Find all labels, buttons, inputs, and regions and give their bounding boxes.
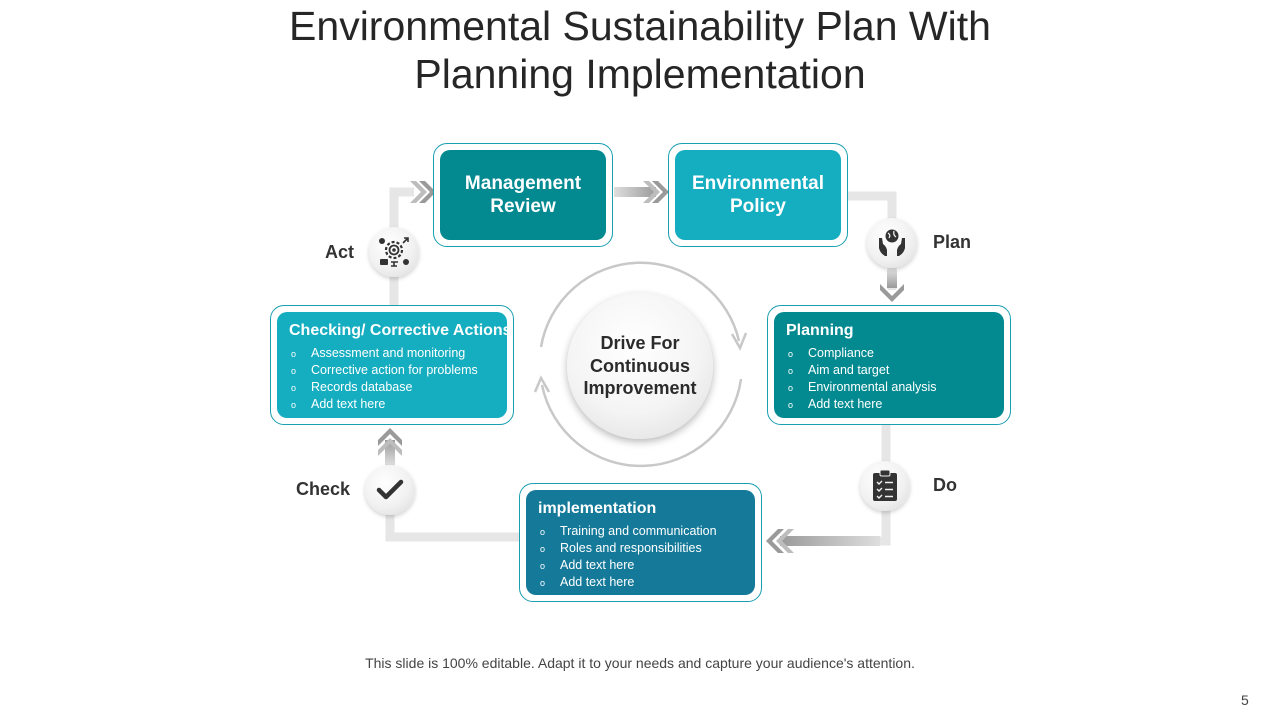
gear-target-icon [379,237,409,267]
planning-heading: Planning [786,322,854,339]
center-line3: Improvement [583,378,697,399]
list-item-text: Add text here [808,397,883,411]
list-item: o Add text here [786,396,1004,413]
stage-label-act: Act [325,242,355,262]
bullet-marker: o [291,366,297,376]
connector-management-to-policy [614,181,669,203]
hands-globe-icon [879,229,905,256]
environmental-policy-line2: Policy [730,196,786,217]
checking-panel: Checking/ Corrective Actions o Assessment… [277,312,512,418]
list-item-text: Compliance [808,346,875,360]
check-icon-circle [365,465,415,515]
bullet-marker: o [788,383,794,393]
checkmark-icon [376,479,404,500]
list-item: o Assessment and monitoring [289,345,507,362]
bullet-marker: o [540,561,546,571]
bullet-marker: o [540,527,546,537]
list-item: o Compliance [786,345,1004,362]
list-item-text: Roles and responsibilities [560,541,702,555]
list-item: o Add text here [289,396,507,413]
list-item: o Training and communication [538,523,755,540]
bullet-marker: o [291,349,297,359]
list-item-text: Add text here [560,575,635,589]
implementation-panel: implementation o Training and communicati… [526,490,755,595]
stage-label-check: Check [296,479,351,499]
list-item-text: Add text here [560,558,635,572]
stage-label-plan: Plan [933,232,972,252]
cycle-arc-bottom [533,375,743,468]
bullet-marker: o [291,383,297,393]
do-icon-circle [860,461,910,511]
page-number: 5 [1241,692,1249,708]
list-item-text: Records database [311,380,413,394]
list-item: o Records database [289,379,507,396]
environmental-policy-panel: Environmental Policy [675,150,841,240]
bullet-marker: o [788,400,794,410]
plan-icon-circle [867,218,917,268]
list-item-text: Training and communication [560,524,717,538]
center-disc: Drive For Continuous Improvement [567,293,713,439]
bullet-marker: o [291,400,297,410]
environmental-policy-line1: Environmental [692,173,824,194]
list-item: o Roles and responsibilities [538,540,755,557]
list-item: o Corrective action for problems [289,362,507,379]
bullet-marker: o [540,544,546,554]
list-item: o Add text here [538,557,755,574]
management-review-line1: Management [464,173,582,194]
act-icon-circle [369,227,419,277]
list-item-text: Environmental analysis [808,380,937,394]
center-line2: Continuous [590,355,690,376]
bullet-marker: o [788,349,794,359]
slide-title-line1: Environmental Sustainability Plan With [289,3,991,49]
management-review-panel: Management Review [440,150,606,240]
bullet-marker: o [788,366,794,376]
management-review-line2: Review [490,196,556,217]
checking-heading: Checking/ Corrective Actions [289,322,512,339]
list-item: o Environmental analysis [786,379,1004,396]
list-item-text: Corrective action for problems [311,363,478,377]
implementation-box: implementation o Training and communicati… [519,483,762,602]
environmental-policy-box: Environmental Policy [668,143,848,247]
stage-label-do: Do [933,475,957,495]
checking-box: Checking/ Corrective Actions o Assessment… [270,305,514,425]
list-item-text: Assessment and monitoring [311,346,466,360]
list-item-text: Add text here [311,397,386,411]
slide-title: Environmental Sustainability Plan With P… [0,2,1280,98]
implementation-heading: implementation [538,500,657,517]
clipboard-checklist-icon [873,469,897,501]
management-review-box: Management Review [433,143,613,247]
list-item-text: Aim and target [808,363,890,377]
slide-title-line2: Planning Implementation [414,51,866,97]
cycle-arc-top [539,261,748,351]
list-item: o Aim and target [786,362,1004,379]
bullet-marker: o [540,578,546,588]
center-line1: Drive For [600,333,680,354]
footer-note: This slide is 100% editable. Adapt it to… [365,655,915,671]
list-item: o Add text here [538,574,755,591]
